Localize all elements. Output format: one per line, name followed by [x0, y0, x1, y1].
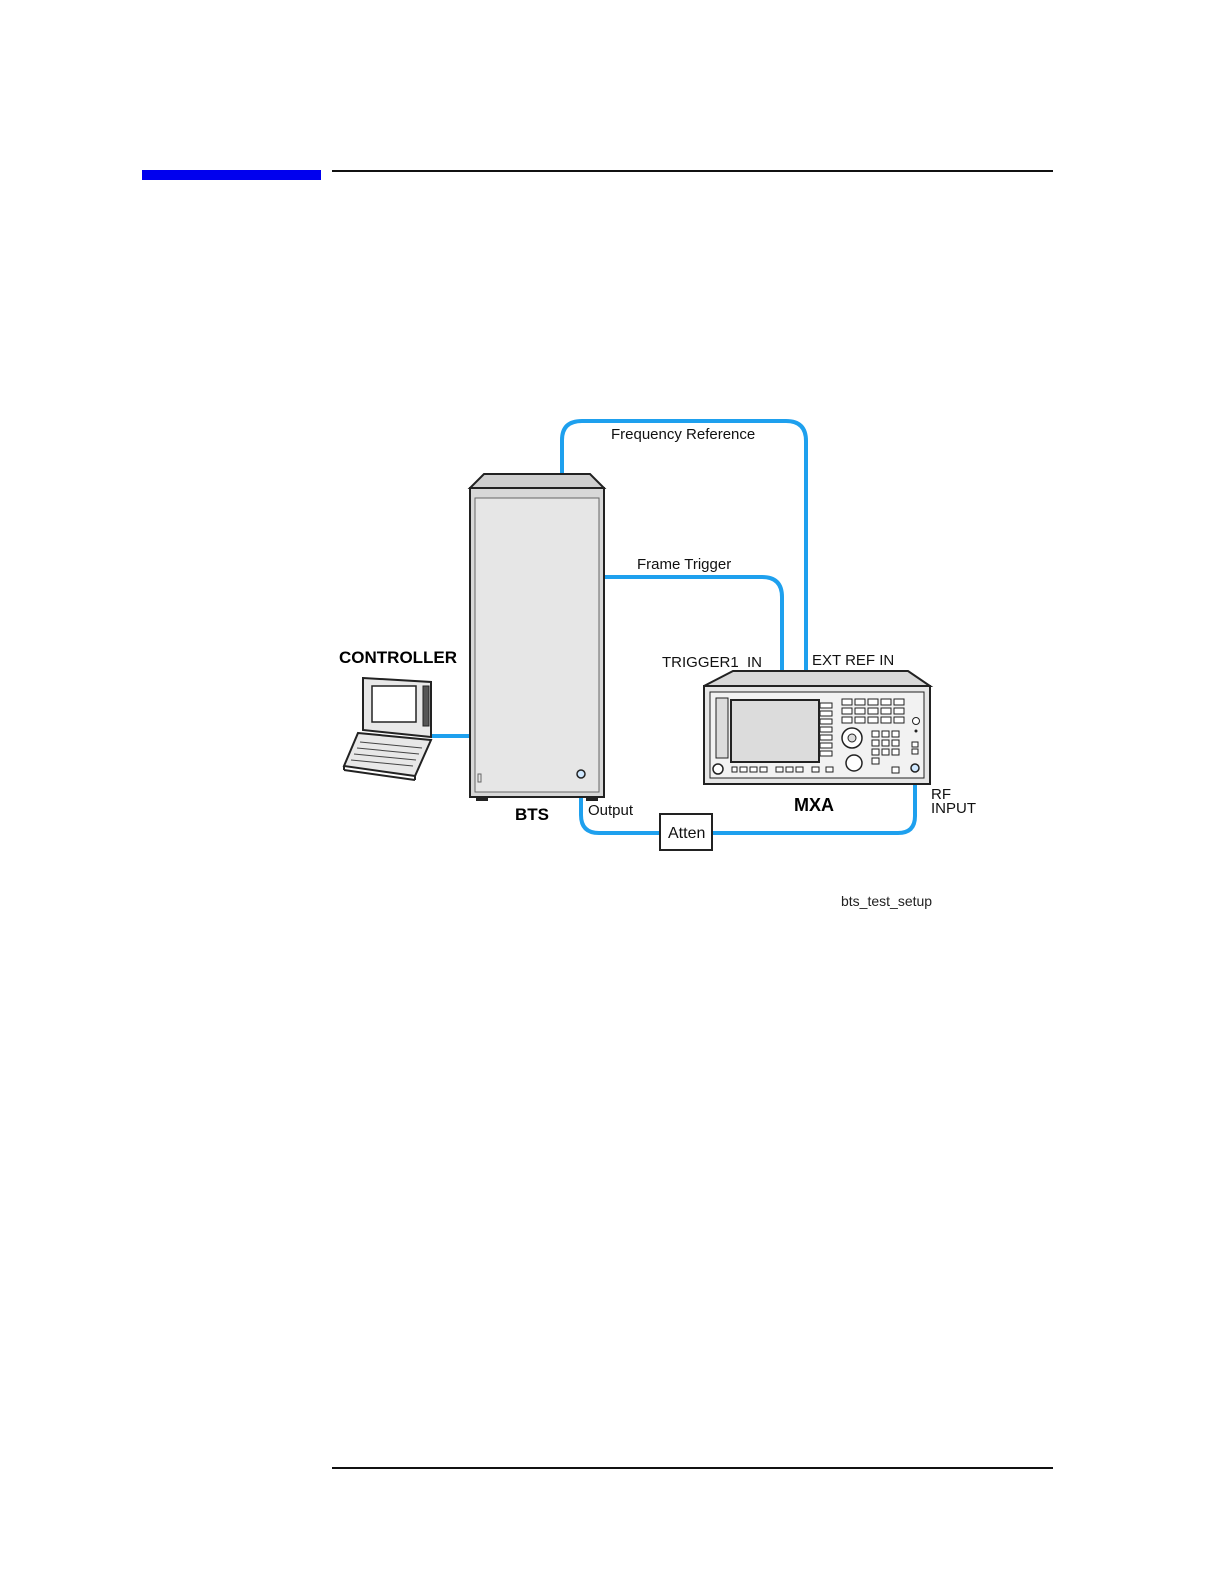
- frame-trigger-label: Frame Trigger: [637, 556, 731, 573]
- signal-analyzer-icon: [704, 671, 930, 784]
- laptop-icon: [344, 678, 431, 780]
- frequency-reference-label: Frequency Reference: [611, 426, 755, 443]
- base-station-cabinet-icon: [470, 474, 604, 801]
- controller-label: CONTROLLER: [339, 648, 457, 667]
- rf-input-label-line2: INPUT: [931, 800, 976, 817]
- output-label: Output: [588, 802, 634, 819]
- atten-label: Atten: [668, 825, 705, 842]
- trigger1-in-label: TRIGGER1 IN: [662, 654, 762, 671]
- figure-id-label: bts_test_setup: [841, 893, 932, 909]
- ext-ref-in-label: EXT REF IN: [812, 652, 894, 669]
- mxa-label: MXA: [794, 795, 834, 815]
- bts-label: BTS: [515, 805, 549, 824]
